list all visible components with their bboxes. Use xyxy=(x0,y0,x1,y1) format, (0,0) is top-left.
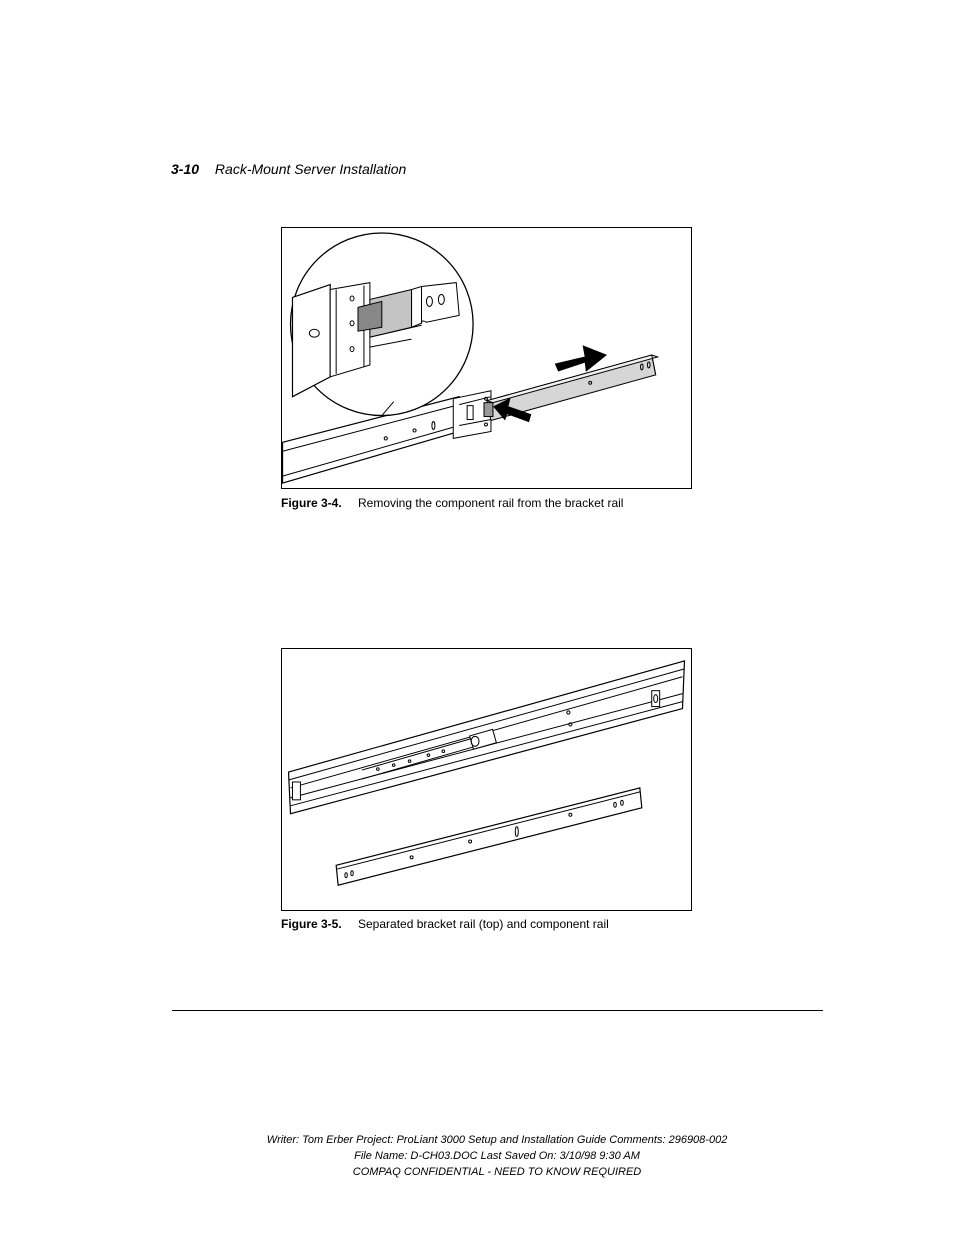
figure-3-4-caption: Figure 3-4. Removing the component rail f… xyxy=(281,496,623,510)
running-header: 3-10 Rack-Mount Server Installation xyxy=(171,161,406,177)
figure-3-5-caption: Figure 3-5. Separated bracket rail (top) … xyxy=(281,917,609,931)
figure-caption-text: Separated bracket rail (top) and compone… xyxy=(358,917,609,931)
footer-divider xyxy=(172,1010,823,1011)
bracket-rail-top-drawing xyxy=(287,660,686,815)
figure-label: Figure 3-4. xyxy=(281,496,342,510)
component-rail-drawing xyxy=(335,787,643,886)
detail-inset xyxy=(289,232,474,417)
footer-line-file: File Name: D-CH03.DOC Last Saved On: 3/1… xyxy=(354,1150,640,1162)
section-title: Rack-Mount Server Installation xyxy=(214,161,407,177)
footer-line-writer: Writer: Tom Erber Project: ProLiant 3000… xyxy=(266,1134,728,1146)
figure-3-4-illustration xyxy=(281,227,692,489)
page-number: 3-10 xyxy=(171,161,200,177)
footer: Writer: Tom Erber Project: ProLiant 3000… xyxy=(0,1132,954,1180)
figure-caption-text: Removing the component rail from the bra… xyxy=(358,496,624,510)
figure-3-5-illustration xyxy=(281,648,692,911)
footer-line-confidential: COMPAQ CONFIDENTIAL - NEED TO KNOW REQUI… xyxy=(352,1166,642,1178)
figure-label: Figure 3-5. xyxy=(281,917,342,931)
component-rail-drawing xyxy=(483,354,660,422)
bracket-rail-drawing xyxy=(282,390,492,484)
